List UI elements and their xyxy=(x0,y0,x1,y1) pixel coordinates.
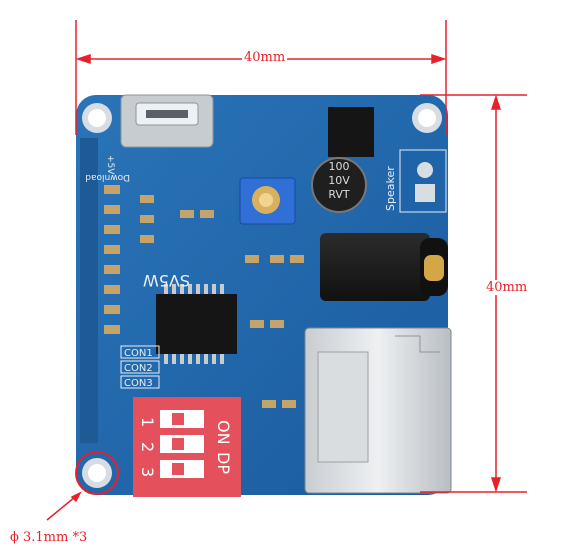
smd-components xyxy=(104,185,304,408)
micro-usb-connector xyxy=(120,94,214,148)
mounting-holes xyxy=(82,103,442,488)
hole-dimension-label: ϕ 3.1mm *3 xyxy=(10,530,88,545)
sd-card-slot xyxy=(304,327,452,494)
cap-text-1: 100 xyxy=(329,160,350,173)
dip-1-label: 1 xyxy=(138,417,157,427)
dip-switch: ON DP 1 2 3 xyxy=(133,397,241,497)
width-dimension-label: 40mm xyxy=(242,50,288,65)
chip-label: SV5W xyxy=(143,271,190,290)
dip-dp-label: DP xyxy=(214,452,233,474)
dip-3-label: 3 xyxy=(138,467,157,477)
con2-label: CON2 xyxy=(124,363,153,374)
speaker-terminal: Speaker xyxy=(384,149,447,213)
hole-highlight-circle xyxy=(75,451,119,495)
cap-text-3: RVT xyxy=(328,188,350,201)
pin-header xyxy=(80,138,98,443)
power-label: +5V xyxy=(105,155,115,175)
download-label: Download xyxy=(85,172,130,182)
con-labels: CON1 CON2 CON3 xyxy=(120,345,160,389)
dip-on-label: ON xyxy=(214,420,233,445)
con3-label: CON3 xyxy=(124,378,153,389)
electrolytic-capacitor: 100 10V RVT xyxy=(311,157,367,213)
speaker-label: Speaker xyxy=(384,166,397,211)
dip-2-label: 2 xyxy=(138,442,157,452)
cap-text-2: 10V xyxy=(328,174,350,187)
main-ic xyxy=(156,284,237,364)
audio-jack xyxy=(320,233,448,301)
con1-label: CON1 xyxy=(124,348,153,359)
potentiometer xyxy=(239,177,296,225)
height-dimension-label: 40mm xyxy=(484,280,530,295)
amp-chip xyxy=(328,107,374,157)
